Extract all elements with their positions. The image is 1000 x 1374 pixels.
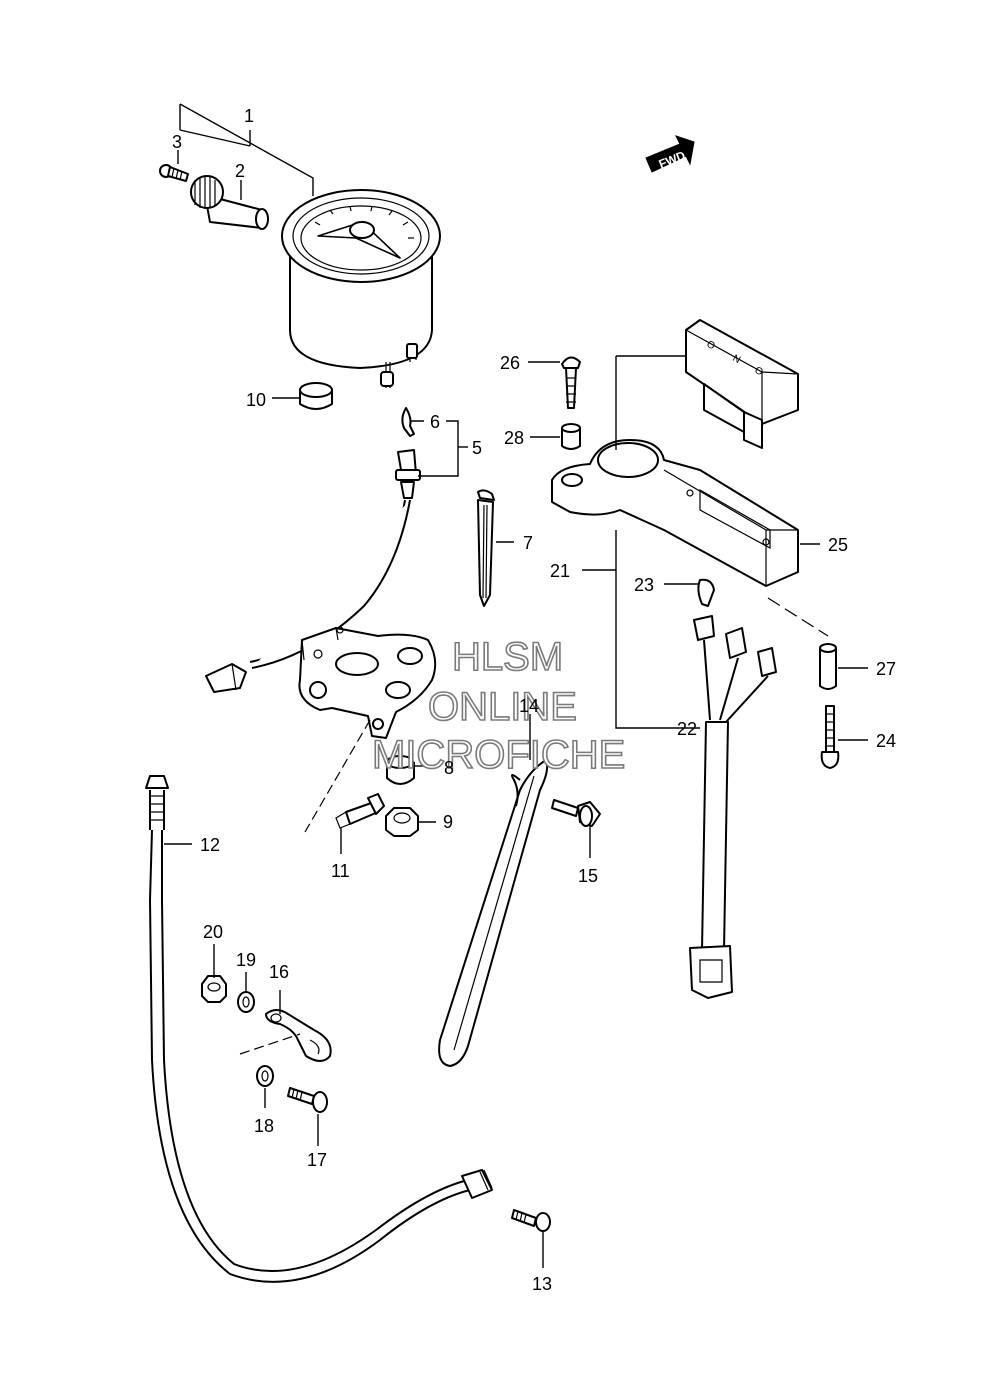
watermark: HLSM ONLINE MICROFICHE <box>371 634 626 778</box>
part-17-screw <box>287 1087 328 1113</box>
part-14-wire-clip <box>438 759 549 1067</box>
part-number-10: 10 <box>246 390 266 410</box>
part-15-bolt <box>551 799 601 827</box>
part-number-5: 5 <box>472 438 482 458</box>
part-27-collar <box>819 643 837 690</box>
part-number-18: 18 <box>254 1116 274 1136</box>
part-5-bulb-socket-harness <box>205 407 421 693</box>
indicator-letter-2: N <box>731 353 743 366</box>
part-26-screw <box>561 356 581 409</box>
part-25-indicator-lamp <box>685 319 799 449</box>
part-4-bracket <box>298 626 437 739</box>
speedometer-assembly <box>159 164 441 388</box>
part-21-indicator-housing <box>551 439 799 587</box>
part-number-24: 24 <box>876 731 896 751</box>
part-number-27: 27 <box>876 659 896 679</box>
part-number-26: 26 <box>500 353 520 373</box>
part-3-screw <box>159 164 189 182</box>
part-12-speedometer-cable <box>145 775 493 1283</box>
part-number-21: 21 <box>550 561 570 581</box>
part-number-12: 12 <box>200 835 220 855</box>
watermark-line-2: ONLINE <box>428 685 577 729</box>
part-number-8: 8 <box>444 758 454 778</box>
part-number-11: 11 <box>331 861 350 881</box>
part-number-28: 28 <box>504 428 524 448</box>
part-10-cap <box>299 382 333 410</box>
watermark-line-1: HLSM <box>452 635 563 679</box>
part-18-washer <box>256 1065 274 1087</box>
part-number-19: 19 <box>236 950 256 970</box>
part-number-14: 14 <box>519 696 539 716</box>
part-23-bulb <box>697 578 715 607</box>
part-24-screw <box>820 705 840 769</box>
part-number-25: 25 <box>828 535 848 555</box>
leader-lines <box>164 103 868 1268</box>
part-number-7: 7 <box>523 533 533 553</box>
part-13-screw <box>511 1209 551 1232</box>
part-number-23: 23 <box>634 575 654 595</box>
part-16-clamp <box>265 1009 332 1062</box>
part-number-15: 15 <box>578 866 598 886</box>
part-number-3: 3 <box>172 132 182 152</box>
part-2-drive-sleeve <box>190 175 269 230</box>
part-number-1: 1 <box>244 106 254 126</box>
part-number-16: 16 <box>269 962 289 982</box>
part-7-tie-strap <box>477 489 495 607</box>
part-number-13: 13 <box>532 1274 552 1294</box>
part-number-22: 22 <box>677 719 697 739</box>
part-28-collar <box>561 423 581 450</box>
part-number-9: 9 <box>443 812 453 832</box>
part-number-2: 2 <box>235 161 245 181</box>
part-numbers: 1 2 3 5 6 7 8 9 10 11 12 13 14 15 16 17 … <box>172 106 896 1294</box>
part-11-bolt <box>335 793 385 829</box>
watermark-line-3: MICROFICHE <box>372 733 625 777</box>
forward-arrow-icon: FWD <box>645 135 695 173</box>
part-number-17: 17 <box>307 1150 327 1170</box>
part-19-washer <box>237 991 255 1013</box>
part-20-nut <box>201 975 227 1003</box>
part-number-20: 20 <box>203 922 223 942</box>
part-number-6: 6 <box>430 412 440 432</box>
part-22-socket-harness <box>689 615 777 999</box>
part-9-nut <box>385 807 419 837</box>
part-8-grommet <box>386 755 415 785</box>
